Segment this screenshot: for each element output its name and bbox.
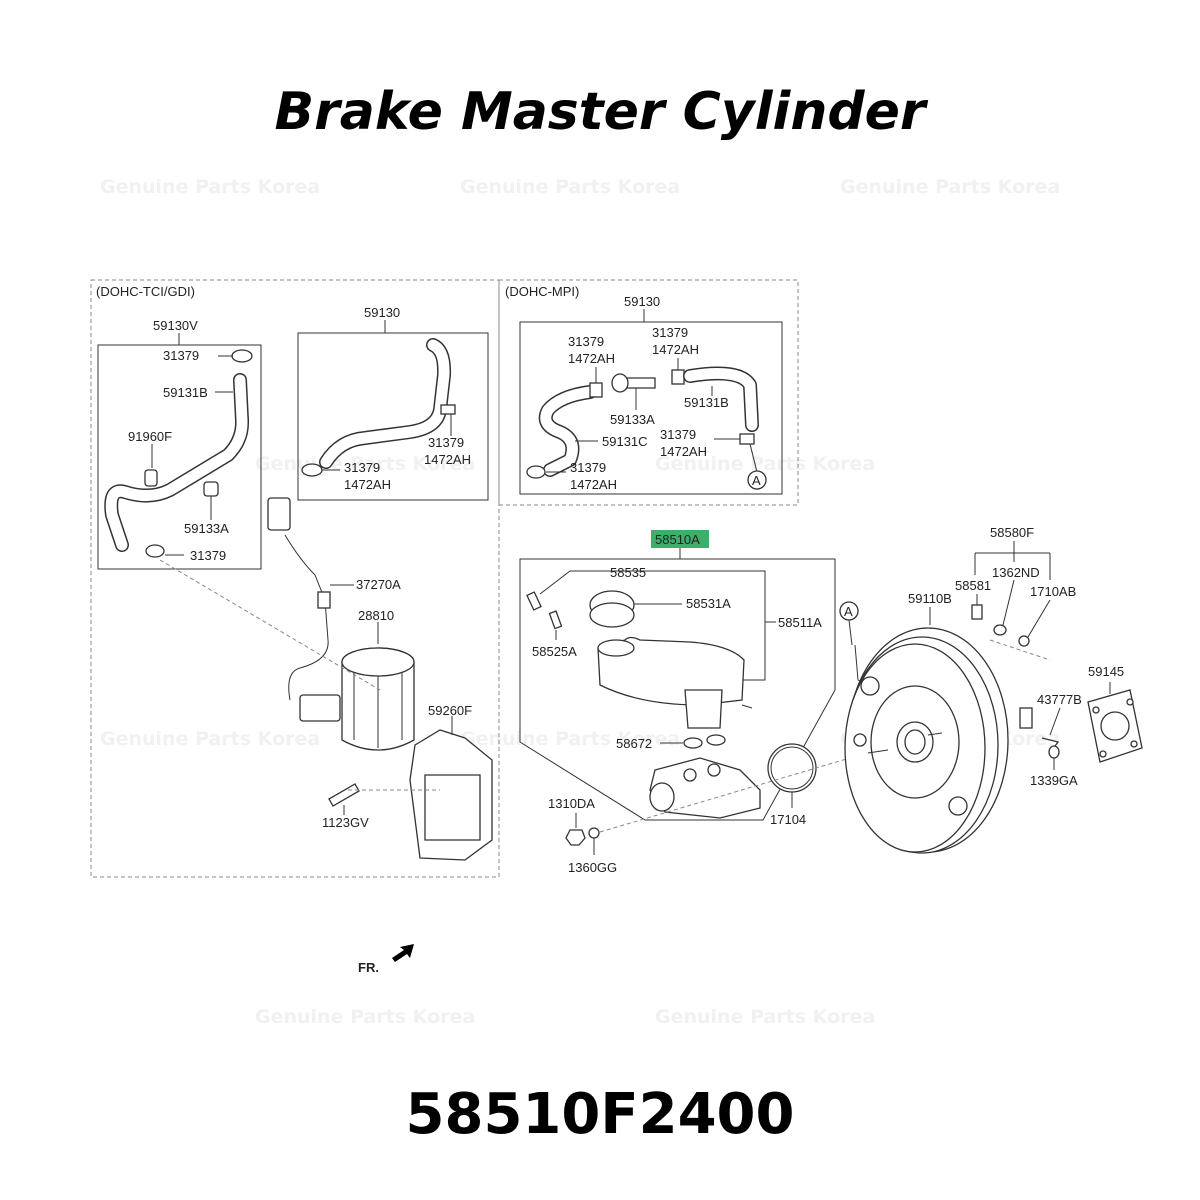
group-box-59130 [297,332,489,501]
label-58531a: 58531A [686,596,731,611]
watermark: Genuine Parts Korea [100,176,321,198]
label-59133a: 59133A [184,521,229,536]
connector-37270a [267,497,291,531]
label-58581: 58581 [955,578,991,593]
tci-gdi-section-frame [90,279,500,878]
reservoir-58511a [597,636,745,706]
label-59110b: 59110B [908,591,952,606]
clamp-31379 [301,463,323,477]
highlight-58510a [651,530,709,548]
label-58525a: 58525A [532,644,577,659]
label-1360gg: 1360GG [568,860,617,875]
pump-connector [299,694,341,722]
diagram-title: Brake Master Cylinder [274,82,926,142]
label-31379: 31379 [570,460,606,475]
connector-59133a [203,481,219,497]
clamp-31379 [440,404,456,415]
label-59130v: 59130V [153,318,198,333]
grommet-58672 [683,737,703,749]
nut-1310da [565,829,586,846]
o-ring-17104 [767,743,817,793]
label-1472ah: 1472AH [660,444,707,459]
clamp-31379 [145,544,165,558]
label-1123gv: 1123GV [322,815,369,830]
label-59131b: 59131B [684,395,729,410]
group-box-59130-mpi [519,321,783,495]
callout-a-label: A [844,604,853,619]
label-58580f: 58580F [990,525,1034,540]
front-direction-label: FR. [358,960,379,975]
label-1472ah: 1472AH [570,477,617,492]
watermark: Genuine Parts Korea [100,728,321,750]
clip-91960f [144,469,158,487]
clip-1362nd [993,624,1007,636]
label-58535: 58535 [610,565,646,580]
watermark: Genuine Parts Korea [460,728,681,750]
label-31379: 31379 [652,325,688,340]
watermark: Genuine Parts Korea [460,176,681,198]
harness-37270a [284,534,329,701]
section-label-tci: (DOHC-TCI/GDI) [96,284,195,299]
master-cylinder-body [649,757,761,819]
label-59260f: 59260F [428,703,472,718]
callout-a-label: A [752,473,761,488]
label-1472ah: 1472AH [424,452,471,467]
clamp-31379 [739,433,755,445]
label-31379: 31379 [163,348,199,363]
front-arrow-icon [392,944,414,962]
clamp-31379 [671,369,685,385]
label-31379: 31379 [568,334,604,349]
label-59130: 59130 [624,294,660,309]
label-58510a: 58510A [655,532,700,547]
group-box-58510a [519,558,836,821]
label-59131b: 59131B [163,385,208,400]
label-59133a: 59133A [610,412,655,427]
watermark: Genuine Parts Korea [840,176,1061,198]
label-17104: 17104 [770,812,806,827]
label-31379: 31379 [660,427,696,442]
bolt-1123gv [328,783,360,807]
washer-1360gg [588,827,600,839]
label-91960f: 91960F [128,429,172,444]
watermark: Genuine Parts Korea [655,453,876,475]
watermark: Genuine Parts Korea [655,1006,876,1028]
clamp-31379 [231,349,253,363]
bolt-58535 [526,591,542,611]
label-58672: 58672 [616,736,652,751]
callout-a [747,470,767,490]
label-59130: 59130 [364,305,400,320]
nut-1339ga [1048,745,1060,759]
label-31379: 31379 [428,435,464,450]
pin-58525a [548,610,563,630]
label-28810: 28810 [358,608,394,623]
label-1362nd: 1362ND [992,565,1040,580]
clamp-31379 [589,382,603,398]
label-43777b: 43777B [1037,692,1082,707]
mpi-section-frame [498,279,799,506]
label-1710ab: 1710AB [1030,584,1076,599]
part-number: 58510F2400 [405,1082,795,1147]
label-31379: 31379 [344,460,380,475]
label-37270a: 37270A [356,577,401,592]
label-1310da: 1310DA [548,796,595,811]
label-58511a: 58511A [778,615,822,630]
grommet-58672 [706,734,726,746]
label-1339ga: 1339GA [1030,773,1078,788]
label-59145: 59145 [1088,664,1124,679]
pin-43777b [1041,737,1060,747]
label-1472ah: 1472AH [568,351,615,366]
section-label-mpi: (DOHC-MPI) [505,284,579,299]
label-1472ah: 1472AH [652,342,699,357]
washer-1710ab [1018,635,1030,647]
pin-58581 [971,604,983,620]
label-1472ah: 1472AH [344,477,391,492]
label-59131c: 59131C [602,434,648,449]
label-31379: 31379 [190,548,226,563]
clamp-31379 [526,465,546,479]
watermark: Genuine Parts Korea [255,1006,476,1028]
